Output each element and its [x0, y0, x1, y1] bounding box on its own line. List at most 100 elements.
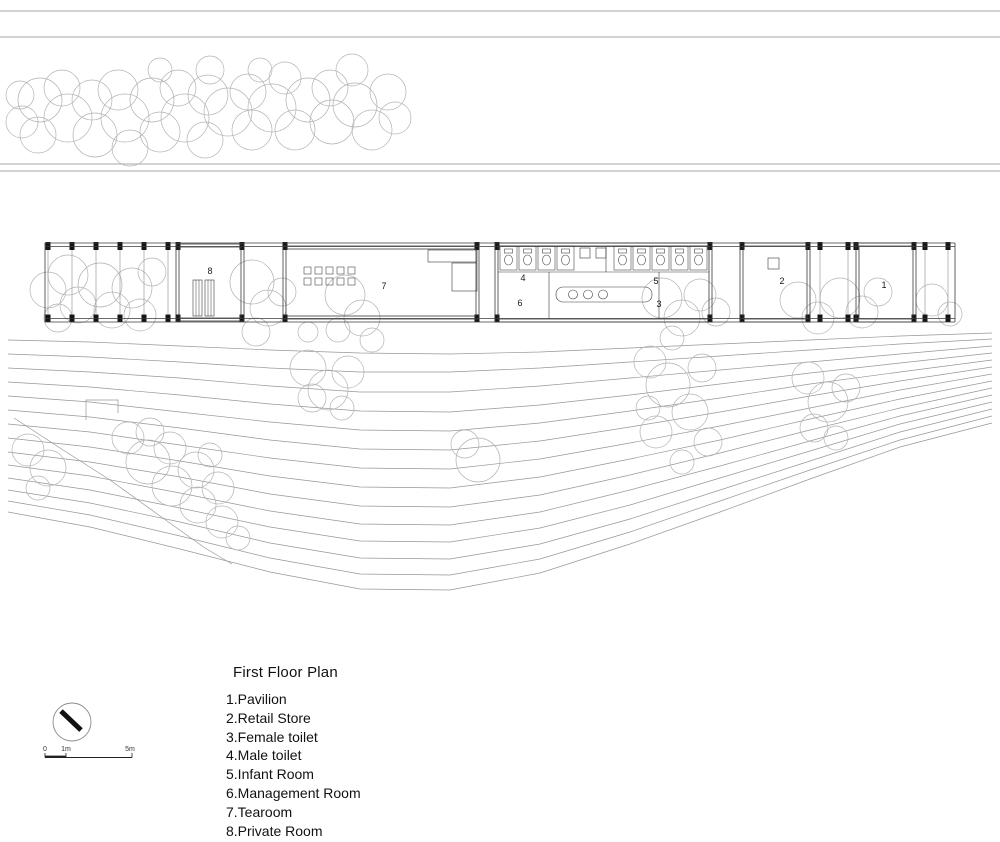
tree-circle — [135, 417, 165, 447]
room-label-private: 8 — [207, 266, 212, 276]
toilet-bowl — [542, 254, 551, 266]
tree-circle — [197, 442, 223, 468]
fixture — [595, 247, 607, 259]
slope-path-line — [13, 417, 233, 565]
tree-circle — [274, 109, 316, 151]
tree-circle — [331, 355, 365, 389]
contour-line — [7, 380, 993, 489]
tree-circle — [97, 69, 139, 111]
contour-line — [7, 359, 993, 432]
contour-line — [7, 387, 993, 508]
table — [303, 277, 312, 286]
tree-circle — [187, 74, 229, 116]
toilet-stall — [556, 245, 575, 271]
tree-circle — [285, 77, 331, 123]
toilet-bowl — [656, 254, 665, 266]
tree-circle — [687, 353, 717, 383]
toilet-bowl — [675, 254, 684, 266]
tree-circle — [455, 437, 501, 483]
tree-circle — [831, 373, 861, 403]
sink-counter — [555, 286, 653, 303]
table — [347, 277, 356, 286]
tree-circle — [807, 381, 849, 423]
contour-line — [7, 352, 993, 413]
tree-circle — [159, 69, 197, 107]
tree-circle — [43, 93, 93, 143]
shelf — [192, 279, 203, 317]
toilet-bowl — [523, 254, 532, 266]
tree-circle — [153, 431, 187, 465]
legend-item: 7.Tearoom — [226, 803, 293, 820]
table — [336, 266, 345, 275]
room-label-tearoom: 7 — [381, 281, 386, 291]
tree-circle — [71, 79, 113, 121]
tree-circle — [93, 291, 131, 329]
column — [165, 242, 171, 250]
tree-circle — [111, 129, 149, 167]
counter — [427, 249, 478, 263]
tree-circle — [268, 61, 302, 95]
tree-canopy-lower — [11, 345, 861, 551]
table — [303, 266, 312, 275]
tree-circle — [335, 53, 369, 87]
tree-circle — [329, 395, 355, 421]
tree-circle — [937, 301, 963, 327]
block-tearoom — [282, 245, 480, 320]
table — [314, 277, 323, 286]
table — [314, 266, 323, 275]
tree-circle — [249, 289, 287, 327]
legend-item: 2.Retail Store — [226, 709, 311, 726]
tree-circle — [29, 449, 67, 487]
north-arrow-circle — [52, 702, 92, 742]
block-toilets — [494, 242, 713, 323]
tree-circle — [160, 93, 210, 143]
toilet-stall — [613, 245, 632, 271]
column — [945, 242, 951, 250]
tree-circle — [639, 415, 673, 449]
tree-circle — [179, 486, 217, 524]
tree-circle — [125, 439, 171, 485]
tree-circle — [203, 87, 253, 137]
tree-circle — [343, 299, 381, 337]
tree-circle — [701, 297, 731, 327]
toilet-tank — [504, 248, 513, 254]
contour-line — [7, 345, 993, 393]
tree-circle — [297, 383, 327, 413]
tree-circle — [25, 475, 51, 501]
tree-circle — [11, 433, 45, 467]
column — [239, 242, 245, 250]
sink-basin — [583, 289, 593, 300]
tree-circle — [147, 57, 173, 83]
shelf — [204, 279, 215, 317]
scale-label-5m: 5m — [125, 746, 135, 753]
fixture — [579, 247, 591, 259]
tree-circle — [229, 259, 275, 305]
tree-circle — [671, 393, 709, 431]
tree-circle — [77, 262, 123, 308]
column — [45, 242, 51, 250]
room-label-retail: 2 — [779, 276, 784, 286]
legend-item: 3.Female toilet — [226, 728, 318, 745]
block-toilets-inner — [497, 245, 710, 320]
room-label-pavilion: 1 — [881, 280, 886, 290]
tree-circle — [645, 362, 691, 408]
counter — [451, 262, 478, 292]
tree-circle — [43, 69, 81, 107]
room-label-female-toilet: 3 — [656, 299, 661, 309]
table — [347, 266, 356, 275]
block-tearoom-inner — [285, 248, 477, 317]
column — [93, 242, 99, 250]
tree-canopy-mid — [29, 254, 963, 353]
tree-circle — [72, 112, 118, 158]
tree-circle — [325, 317, 351, 343]
tree-circle — [231, 109, 273, 151]
tree-circle — [123, 298, 157, 332]
room-label-infant: 5 — [653, 276, 658, 286]
tree-circle — [659, 325, 685, 351]
toilet-stall — [499, 245, 518, 271]
tree-circle — [205, 505, 239, 539]
tree-circle — [378, 101, 412, 135]
scale-segment — [45, 755, 66, 758]
legend-list: 1.Pavilion 2.Retail Store 3.Female toile… — [226, 690, 361, 840]
